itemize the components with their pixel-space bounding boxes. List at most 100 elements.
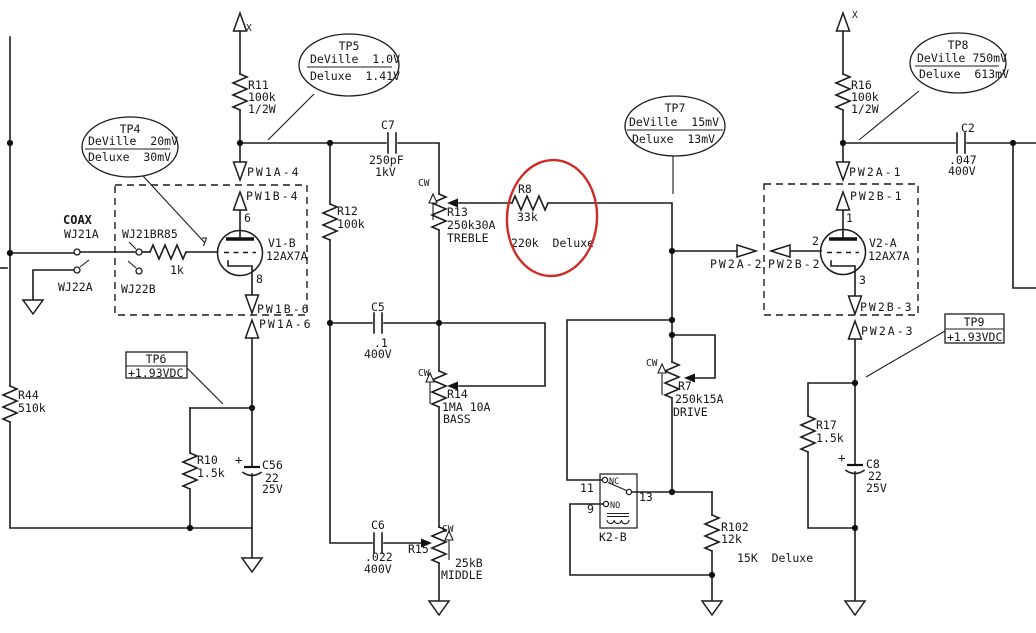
c56-voltage: 25V [262, 482, 283, 496]
v2a-plate-pin: 1 [846, 211, 853, 225]
tp8-name: TP8 [948, 38, 969, 52]
tp8-bubble [909, 32, 1007, 94]
c6-value: .022 [365, 550, 393, 564]
r15-ref: R15 [408, 542, 429, 556]
relay-outline [599, 473, 638, 529]
capacitor-c8: + C8 22 25V [838, 450, 887, 495]
wj21b-terminal [135, 248, 143, 256]
resistor-labels: R11 100k 1/2W R16 100k 1/2W R12 100k R85… [18, 78, 879, 565]
c2-value: .047 [949, 153, 977, 167]
tp9-name: TP9 [964, 315, 985, 329]
wj22a-terminal [73, 266, 81, 274]
relay-blade [607, 481, 627, 492]
tp5-name: TP5 [339, 39, 360, 53]
wj21a-terminal [73, 248, 81, 256]
tp7-bubble [624, 95, 726, 157]
r13-function: TREBLE [447, 231, 489, 245]
pw2b2-arrow-icon [768, 243, 791, 259]
tp6-value: +1.93VDC [128, 366, 183, 380]
pw1a6-label: PW1A-6 [259, 317, 313, 331]
r14-rotation: CW [418, 368, 430, 379]
c7-value: 250pF [369, 153, 404, 167]
tp7-line1: DeVille 15mV [629, 115, 719, 129]
r15-rotation: CW [442, 524, 454, 535]
r15-function: MIDDLE [441, 568, 483, 582]
r16-ref: R16 [851, 78, 872, 92]
c2-voltage: 400V [948, 164, 976, 178]
r7-value: 250k15A [675, 392, 724, 406]
pw1b6-label: PW1B-6 [257, 302, 311, 316]
pw1b6-arrow-icon [244, 294, 260, 316]
x2-arrow-icon [835, 10, 851, 32]
relay-ref: K2-B [599, 530, 627, 544]
pw2a3-arrow-icon [847, 318, 863, 340]
c56-ref: C56 [262, 458, 283, 472]
pot-r13: CW R13 250k30A TREBLE [418, 178, 496, 245]
v1b-ref: V1-B [268, 236, 296, 250]
r14-cw-arrow [425, 371, 435, 383]
v2a-grid-pin: 2 [812, 234, 819, 248]
testpoint-tp5: TP5 DeVille 1.0V Deluxe 1.41V [267, 33, 400, 141]
coax-title: COAX [63, 213, 93, 227]
r7-cw-arrow [657, 362, 667, 374]
ground-icon [240, 557, 264, 574]
tp5-line2: Deluxe 1.41V [310, 69, 400, 83]
r102-value: 12k [721, 532, 742, 546]
r17-value: 1.5k [816, 431, 844, 445]
r7-wiper-arrow [684, 373, 695, 383]
r14-wiper-arrow [447, 381, 458, 391]
r44-ref: R44 [18, 388, 39, 402]
pw2b3-arrow-icon [847, 295, 863, 317]
c7-ref: C7 [381, 118, 395, 132]
c2-ref: C2 [961, 121, 975, 135]
relay-k2b: NC NO 11 9 13 K2-B [580, 473, 653, 544]
c6-voltage: 400V [364, 562, 392, 576]
pw2b2-label: PW2B-2 [768, 257, 822, 271]
tp7-name: TP7 [665, 101, 686, 115]
c5-ref: C5 [371, 300, 385, 314]
pot-r15: CW R15 25kB MIDDLE [408, 524, 483, 582]
c8-ref: C8 [866, 457, 880, 471]
r8-value: 33k [517, 210, 538, 224]
r85-value: 1k [170, 263, 184, 277]
c8-voltage: 25V [866, 481, 887, 495]
capacitor-c56: + C56 22 25V [235, 452, 283, 496]
testpoint-tp4: TP4 DeVille 20mV Deluxe 30mV [81, 116, 206, 244]
wires [0, 30, 1036, 602]
v1b-cathode [227, 260, 253, 296]
r14-value: 1MA 10A [442, 400, 491, 414]
pot-r14: CW R14 1MA 10A BASS [418, 368, 491, 426]
pw2a2-label: PW2A-2 [710, 257, 764, 271]
r13-wiper-arrow [447, 198, 458, 208]
c5-value: .1 [374, 336, 388, 350]
ground-icon [21, 299, 45, 316]
r14-ref: R14 [447, 387, 468, 401]
r14-function: BASS [443, 412, 471, 426]
pw1a4-label: PW1A-4 [247, 165, 301, 179]
wj22a-label: WJ22A [58, 280, 93, 294]
wj21b-label: WJ21B [122, 227, 157, 241]
c6-ref: C6 [371, 518, 385, 532]
tp8-line1: DeVille 750mV [917, 51, 1007, 65]
r15-value: 25kB [455, 556, 483, 570]
pw2a3-label: PW2A-3 [861, 324, 915, 338]
r11-value: 100k [248, 90, 276, 104]
capacitor-c2: C2 .047 400V [948, 121, 977, 178]
pw1a4-arrow-icon [232, 161, 248, 183]
pot-r7: CW R7 250k15A DRIVE [646, 358, 724, 419]
relay-pin-no: 9 [587, 502, 594, 516]
wj22b-label: WJ22B [121, 282, 156, 296]
v2a-type: 12AX7A [868, 249, 910, 263]
x1-label: X [246, 23, 252, 34]
red-highlight-circle [505, 158, 599, 278]
r44-value: 510k [18, 401, 46, 415]
c7-voltage: 1kV [375, 165, 396, 179]
relay-pin-nc: 11 [580, 481, 594, 495]
r16-value: 100k [851, 90, 879, 104]
pw2a1-label: PW2A-1 [849, 165, 903, 179]
tp6-box [125, 351, 188, 379]
tp8-line2: Deluxe 613mV [919, 67, 1009, 81]
wj22b-terminal [135, 267, 143, 275]
